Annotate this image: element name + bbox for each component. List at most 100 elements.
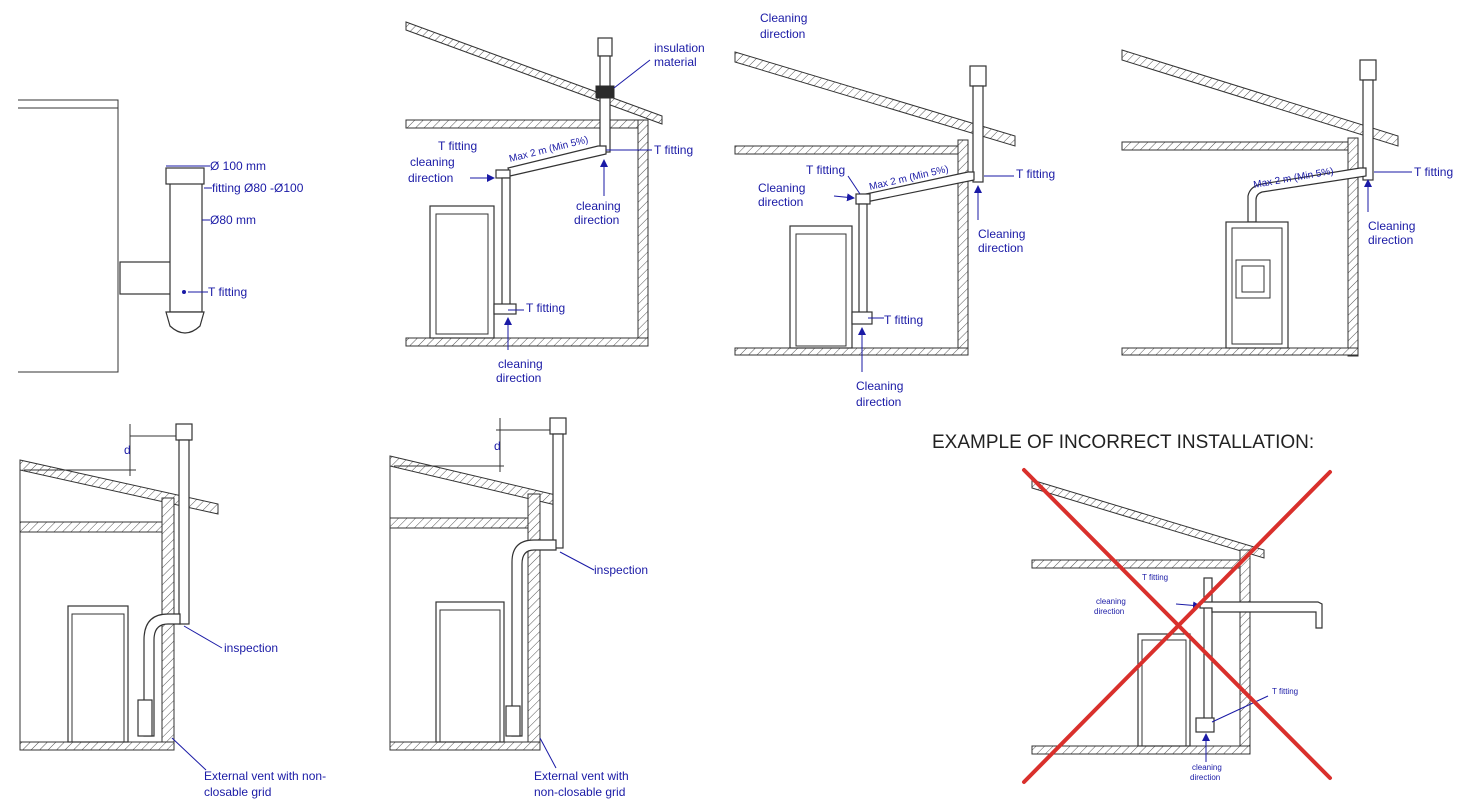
stove xyxy=(1137,633,1191,747)
sloped-pipe xyxy=(1247,167,1367,223)
label-t-fitting: T fitting xyxy=(208,285,247,299)
panel-internal-flue-left: d inspection External vent with non- clo… xyxy=(19,423,326,799)
stove xyxy=(429,205,495,339)
roof xyxy=(405,21,663,125)
floor xyxy=(19,741,175,751)
label-cleaning-left-2: direction xyxy=(758,195,803,209)
label-t-fitting: T fitting xyxy=(1414,165,1453,179)
chimney-pipe xyxy=(972,85,984,183)
t-fitting xyxy=(505,705,521,737)
panel-vertical-run: Cleaning direction T fitting Cleaning di… xyxy=(734,11,1055,409)
red-cross-line-1 xyxy=(1022,468,1332,780)
vertical-pipe xyxy=(501,177,511,313)
label-inspection: inspection xyxy=(594,563,648,577)
label-inspection: inspection xyxy=(224,641,278,655)
label-cleaning-left-1: cleaning xyxy=(1096,597,1126,606)
reducer-fitting xyxy=(165,167,205,185)
label-cleaning-bottom-1: cleaning xyxy=(1192,763,1222,772)
label-cleaning-2: direction xyxy=(1368,233,1413,247)
chimney-pipe xyxy=(552,433,564,549)
floor xyxy=(389,741,541,751)
label-cleaning-bottom-2: direction xyxy=(496,371,541,385)
label-cleaning-right-1: Cleaning xyxy=(978,227,1025,241)
ceiling xyxy=(389,517,529,529)
label-insulation-1: insulation xyxy=(654,41,705,55)
label-cleaning-bottom-2: direction xyxy=(1190,773,1220,782)
label-t-fitting-right: T fitting xyxy=(1272,687,1298,696)
floor xyxy=(734,347,969,356)
incorrect-installation-heading: EXAMPLE OF INCORRECT INSTALLATION: xyxy=(932,432,1314,453)
insulation-block xyxy=(595,85,615,99)
chimney-cap xyxy=(175,423,193,441)
chimney-cap xyxy=(969,65,987,87)
floor xyxy=(405,337,649,347)
label-dimension-d: d xyxy=(124,443,131,457)
label-cleaning-left-2: direction xyxy=(408,171,453,185)
label-diameter-80: Ø80 mm xyxy=(210,213,256,227)
wall xyxy=(637,119,649,347)
label-diameter-100: Ø 100 mm xyxy=(210,159,266,173)
wall xyxy=(527,493,541,749)
panel-room-sloped-pipe: insulation material T fitting cleaning d… xyxy=(405,21,705,385)
stove xyxy=(435,601,505,743)
label-t-fitting-bottom: T fitting xyxy=(884,313,923,327)
label-cleaning-bottom-1: cleaning xyxy=(498,357,543,371)
t-fitting-lower xyxy=(1195,717,1215,733)
red-cross-line-2 xyxy=(1022,470,1332,784)
floor xyxy=(1121,347,1359,356)
stove xyxy=(67,605,129,743)
stove-window xyxy=(1235,259,1271,299)
ceiling xyxy=(19,521,163,533)
chimney-pipe xyxy=(178,439,190,625)
label-vent-1: External vent with non- xyxy=(204,769,326,783)
label-cleaning-left-1: Cleaning xyxy=(758,181,805,195)
label-t-fitting-right: T fitting xyxy=(1016,167,1055,181)
wall xyxy=(1239,549,1251,755)
ceiling xyxy=(1031,559,1245,569)
panel-internal-flue-right: d inspection External vent with non-clos… xyxy=(389,417,648,799)
floor xyxy=(1031,745,1251,755)
t-fitting-upper xyxy=(855,193,871,205)
chimney-cap xyxy=(597,37,613,57)
roof xyxy=(734,51,1016,147)
stove xyxy=(789,225,853,349)
label-t-fitting-right: T fitting xyxy=(654,143,693,157)
label-t-fitting-left: T fitting xyxy=(806,163,845,177)
label-cleaning-left-1: cleaning xyxy=(410,155,455,169)
label-cleaning-top-2: direction xyxy=(760,27,805,41)
chimney-pipe xyxy=(599,55,611,153)
label-cleaning-mid-2: direction xyxy=(574,213,619,227)
label-cleaning-left-2: direction xyxy=(1094,607,1124,616)
stove-outline xyxy=(18,99,119,373)
vertical-pipe xyxy=(858,203,868,317)
label-vent-2: closable grid xyxy=(204,785,271,799)
panel-pellet-stove: Max 2 m (Min 5%) T fitting Cleaning dire… xyxy=(1121,49,1453,357)
label-dimension-d: d xyxy=(494,439,501,453)
roof xyxy=(1031,479,1265,559)
stove-outlet xyxy=(119,261,173,295)
label-vent-1: External vent with xyxy=(534,769,629,783)
ceiling xyxy=(1121,141,1353,151)
label-vent-2: non-closable grid xyxy=(534,785,625,799)
label-cleaning-top-1: Cleaning xyxy=(760,11,807,25)
label-cleaning-bottom-1: Cleaning xyxy=(856,379,903,393)
chimney-pipe xyxy=(1362,79,1374,181)
connection-pipe xyxy=(143,613,181,737)
label-t-fitting-top: T fitting xyxy=(1142,573,1168,582)
ceiling xyxy=(734,145,964,155)
chimney-cap xyxy=(549,417,567,435)
label-cleaning-right-2: direction xyxy=(978,241,1023,255)
label-cleaning-1: Cleaning xyxy=(1368,219,1415,233)
t-fitting xyxy=(137,699,153,737)
panel-incorrect-installation: EXAMPLE OF INCORRECT INSTALLATION: T fit… xyxy=(932,432,1332,784)
roof xyxy=(1121,49,1399,147)
label-cleaning-bottom-2: direction xyxy=(856,395,901,409)
label-reducer-fitting: fitting Ø80 -Ø100 xyxy=(212,181,304,195)
t-fitting-upper xyxy=(495,169,511,179)
t-fitting-cap xyxy=(165,311,205,334)
t-fitting-lower xyxy=(493,303,517,315)
pellet-stove xyxy=(1225,221,1289,349)
chimney-cap xyxy=(1359,59,1377,81)
label-cleaning-mid-1: cleaning xyxy=(576,199,621,213)
